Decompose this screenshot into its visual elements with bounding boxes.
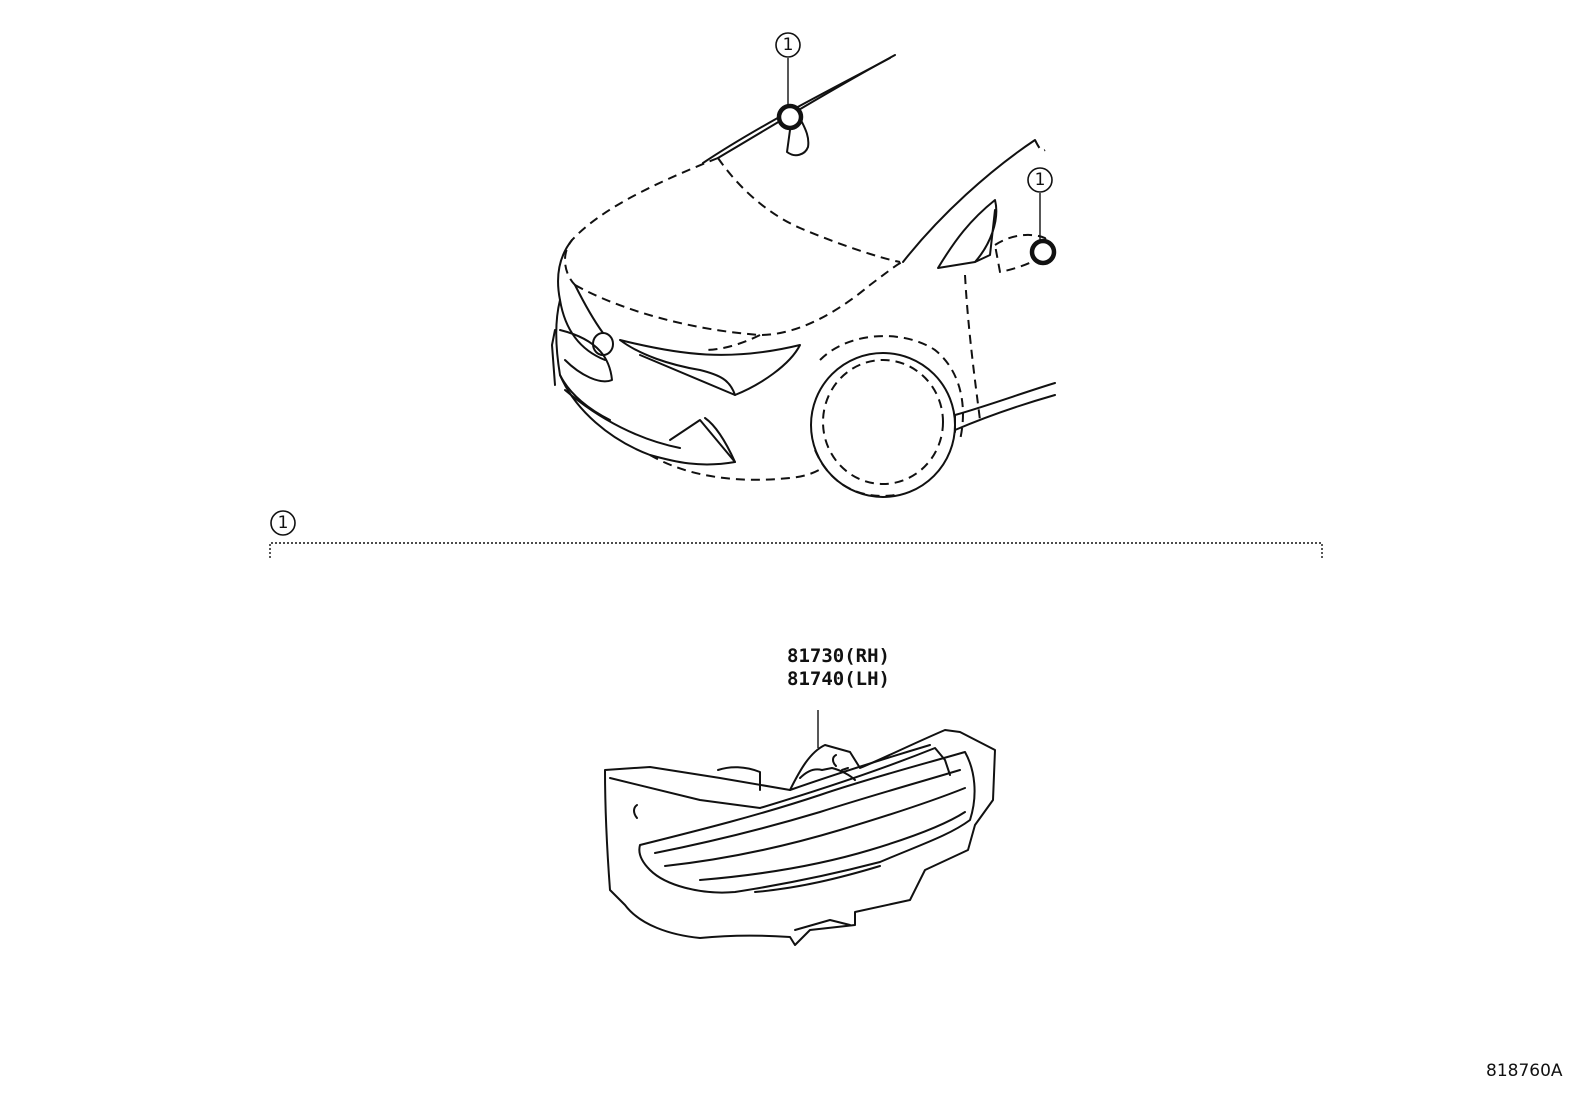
hood-marker <box>776 103 804 131</box>
hood-callout: 1 <box>775 32 801 105</box>
fender-callout: 1 <box>1027 167 1053 240</box>
fender-marker <box>1029 238 1057 266</box>
lamp-part-illustration <box>604 710 996 946</box>
group-bracket: 1 <box>269 510 1323 558</box>
part-number-lh: 81740(LH) <box>787 668 890 690</box>
car-illustration <box>551 54 1057 498</box>
fender-callout-number: 1 <box>1035 170 1046 190</box>
diagram-reference-code: 818760A <box>1486 1061 1563 1081</box>
hood-callout-number: 1 <box>783 35 794 55</box>
part-number-rh: 81730(RH) <box>787 645 890 667</box>
group-callout-number: 1 <box>278 513 289 533</box>
